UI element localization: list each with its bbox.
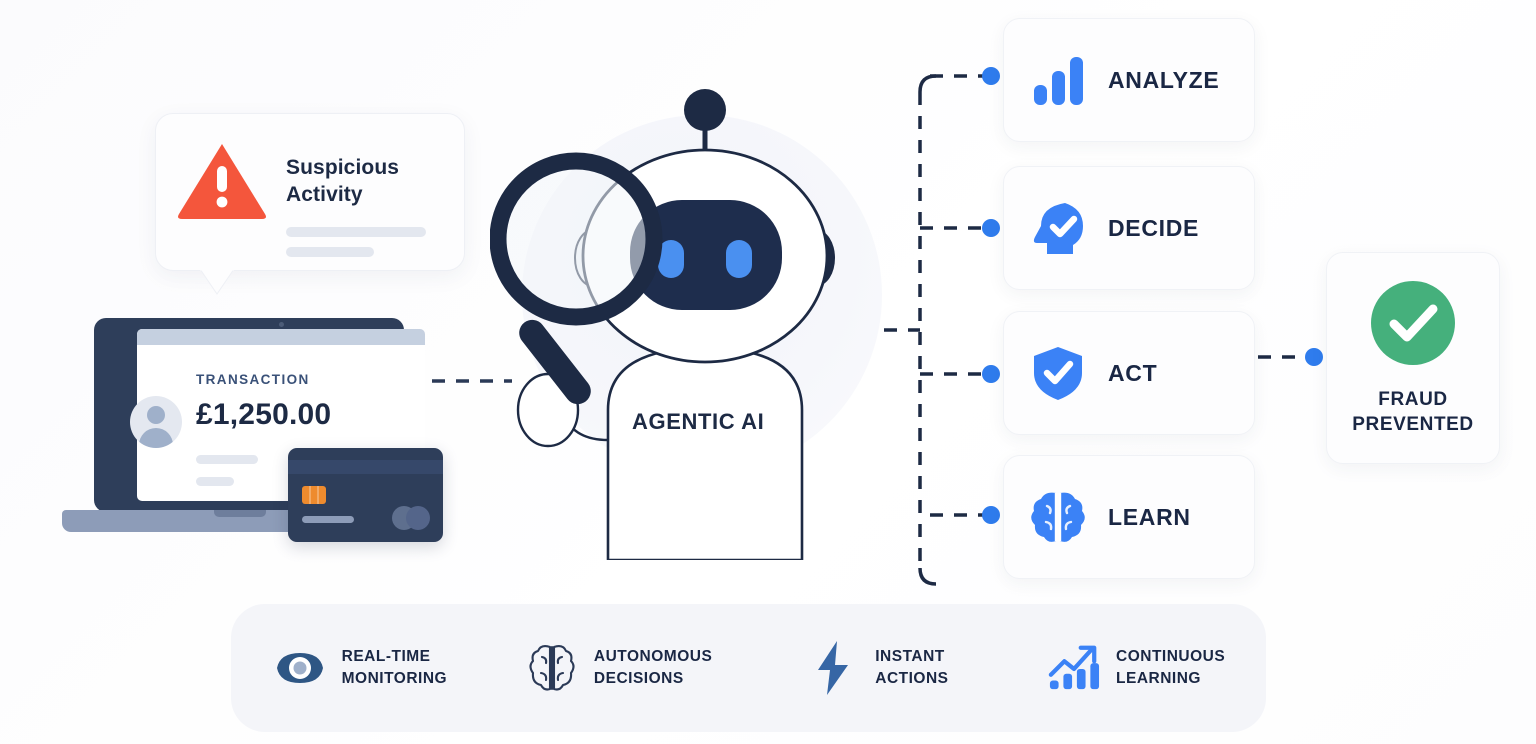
credit-card: [288, 448, 443, 542]
feature-instant-actions[interactable]: INSTANT ACTIONS: [749, 640, 1008, 696]
step-label: ACT: [1108, 359, 1158, 386]
dual-circle-logo-icon: [406, 506, 430, 530]
laptop-camera-icon: [279, 322, 284, 327]
magnifying-glass-icon: [489, 152, 663, 405]
laptop-trackpad-notch: [214, 510, 266, 517]
shield-check-icon: [1028, 344, 1088, 402]
step-card-act[interactable]: ACT: [1003, 311, 1255, 435]
head-check-icon: [1028, 199, 1088, 257]
brain-outline-icon: [526, 643, 578, 693]
trending-up-chart-icon: [1048, 643, 1100, 693]
laptop-screen: [137, 329, 425, 501]
avatar-body-icon: [139, 428, 173, 448]
transaction-amount: £1,250.00: [196, 398, 332, 431]
brain-icon: [1028, 488, 1088, 546]
lightning-bolt-icon: [807, 640, 859, 696]
screen-titlebar: [137, 329, 425, 345]
avatar-head-icon: [147, 406, 165, 424]
eye-icon: [274, 651, 326, 685]
transaction-placeholder-line: [196, 477, 234, 486]
feature-continuous-learning[interactable]: CONTINUOUS LEARNING: [1007, 643, 1266, 693]
feature-label: REAL-TIME MONITORING: [341, 648, 448, 687]
chip-icon: [302, 486, 326, 504]
bar-chart-icon: [1028, 51, 1088, 109]
avatar: [130, 396, 182, 448]
transaction-placeholder-line: [196, 455, 258, 464]
suspicious-activity-alert-card: Suspicious Activity: [155, 113, 465, 271]
agentic-ai-robot: [489, 80, 900, 562]
warning-triangle-icon: [176, 140, 268, 227]
alert-bubble-tail: [200, 269, 234, 295]
transaction-label: TRANSACTION: [196, 372, 310, 387]
alert-placeholder-line: [286, 246, 374, 257]
feature-label: AUTONOMOUS DECISIONS: [593, 648, 713, 687]
step-card-decide[interactable]: DECIDE: [1003, 166, 1255, 290]
feature-label: INSTANT ACTIONS: [875, 648, 949, 687]
card-number-placeholder: [302, 516, 354, 523]
alert-placeholder-line: [286, 226, 426, 237]
step-label: ANALYZE: [1108, 66, 1220, 93]
feature-autonomous-decisions[interactable]: AUTONOMOUS DECISIONS: [490, 643, 749, 693]
alert-title: Suspicious Activity: [286, 156, 400, 207]
step-card-analyze[interactable]: ANALYZE: [1003, 18, 1255, 142]
robot-body-label: AGENTIC AI: [632, 409, 765, 434]
feature-label: CONTINUOUS LEARNING: [1116, 648, 1226, 687]
card-magnetic-stripe: [288, 460, 443, 474]
feature-bar: REAL-TIME MONITORING AUTONOMOUS DECISI: [231, 604, 1266, 732]
fraud-prevented-card[interactable]: FRAUD PREVENTED: [1326, 252, 1500, 464]
feature-real-time-monitoring[interactable]: REAL-TIME MONITORING: [231, 646, 490, 690]
step-label: LEARN: [1108, 503, 1191, 530]
step-card-learn[interactable]: LEARN: [1003, 455, 1255, 579]
result-label: FRAUD PREVENTED: [1352, 389, 1474, 435]
green-check-circle-icon: [1369, 279, 1457, 372]
step-label: DECIDE: [1108, 214, 1200, 241]
